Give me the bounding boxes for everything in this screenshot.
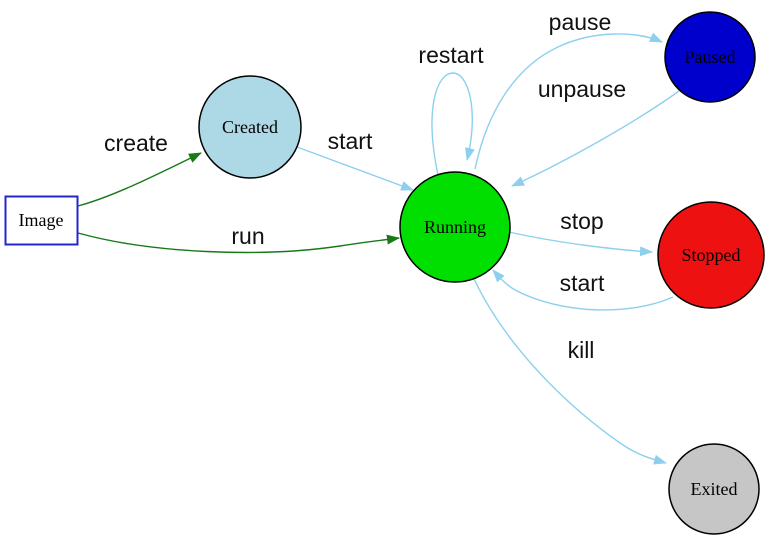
edge-create: create [77, 130, 202, 207]
edge-unpause: unpause [511, 76, 680, 187]
node-image-label: Image [19, 210, 64, 230]
node-running: Running [399, 171, 511, 283]
edge-start-stopped-running: start [492, 269, 674, 311]
edge-stop-label: stop [560, 208, 603, 234]
edge-pause-path [474, 32, 663, 170]
node-paused-label: Paused [685, 47, 736, 67]
edge-start-stopped-running-label: start [560, 270, 605, 296]
edge-start-created-running-label: start [328, 128, 373, 154]
edge-kill-path [473, 278, 667, 465]
node-exited-circle [668, 443, 760, 535]
node-created-circle [198, 75, 302, 179]
node-paused-circle [664, 11, 756, 103]
node-image-box [4, 195, 79, 246]
edge-stop: stop [508, 208, 653, 257]
edge-create-path [77, 152, 202, 207]
edge-pause-label: pause [549, 9, 612, 35]
node-running-label: Running [424, 217, 486, 237]
node-exited: Exited [668, 443, 760, 535]
edge-kill: kill [473, 278, 667, 465]
node-created-label: Created [222, 117, 278, 137]
edge-restart-path [431, 72, 475, 176]
node-exited-label: Exited [691, 479, 738, 499]
edge-restart-label: restart [418, 42, 484, 68]
node-image: Image [4, 195, 79, 246]
node-stopped-circle [657, 201, 765, 309]
edge-kill-label: kill [568, 337, 595, 363]
edges-layer: create run start restart pause unpause [77, 9, 680, 465]
node-stopped: Stopped [657, 201, 765, 309]
edge-pause: pause [474, 9, 663, 170]
edge-run-path [77, 232, 400, 254]
node-stopped-label: Stopped [681, 245, 740, 265]
edge-run-label: run [231, 223, 264, 249]
edge-restart: restart [418, 42, 484, 176]
edge-start-stopped-running-path [492, 269, 674, 311]
edge-stop-path [508, 231, 653, 257]
node-running-circle [399, 171, 511, 283]
edge-create-label: create [104, 130, 168, 156]
edge-run: run [77, 223, 400, 254]
edge-start-created-running-path [296, 146, 414, 191]
nodes-layer: Image Created Running Paused Stopped Exi… [4, 11, 765, 535]
edge-unpause-label: unpause [538, 76, 626, 102]
edge-start-created-running: start [296, 128, 414, 191]
node-created: Created [198, 75, 302, 179]
edge-unpause-path [511, 90, 680, 187]
node-paused: Paused [664, 11, 756, 103]
